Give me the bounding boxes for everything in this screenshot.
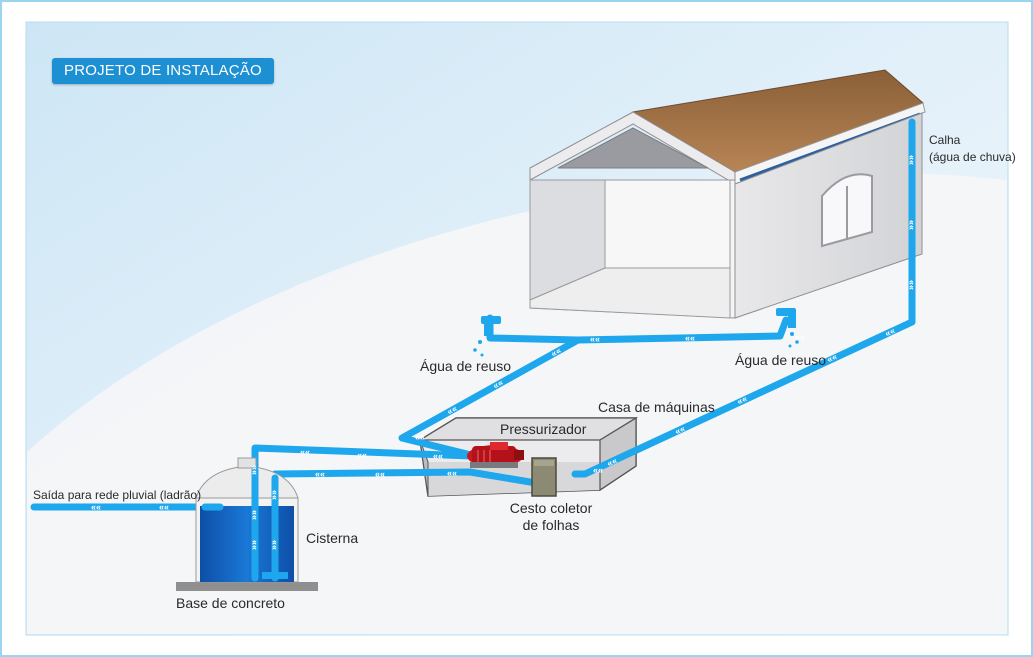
label-concrete-base: Base de concreto xyxy=(176,595,285,611)
leaf-collector xyxy=(531,457,557,497)
flow-arrow-icon: «« xyxy=(91,502,101,512)
flow-arrow-icon: «« xyxy=(300,447,310,457)
diagram-title: PROJETO DE INSTALAÇÃO xyxy=(52,58,274,84)
flow-arrow-icon: «« xyxy=(445,403,459,417)
flow-arrow-icon: «« xyxy=(270,490,280,500)
house-window xyxy=(821,173,873,248)
label-cistern: Cisterna xyxy=(306,530,359,546)
flow-arrow-icon: «« xyxy=(605,455,618,468)
flow-arrow-icon: «« xyxy=(593,465,603,475)
faucet-right xyxy=(776,308,799,348)
flow-arrow-icon: «« xyxy=(415,432,425,442)
flow-arrow-icon: «« xyxy=(250,510,260,520)
label-calha-sub: (água de chuva) xyxy=(929,150,1016,164)
flow-arrow-icon: «« xyxy=(250,540,260,550)
gable-vent xyxy=(557,127,709,169)
flow-arrow-icon: «« xyxy=(907,155,917,165)
label-calha: Calha xyxy=(929,133,961,147)
flow-arrow-icon: «« xyxy=(907,220,917,230)
flow-arrow-icon: «« xyxy=(250,465,260,475)
flow-arrow-icon: «« xyxy=(447,468,457,478)
flow-arrow-icon: «« xyxy=(491,377,505,391)
flow-arrow-icon: «« xyxy=(270,540,280,550)
flow-arrow-icon: «« xyxy=(433,451,443,461)
label-overflow-outlet: Saída para rede pluvial (ladrão) xyxy=(33,488,202,502)
house xyxy=(529,69,926,319)
flow-arrow-icon: «« xyxy=(315,469,325,479)
flow-arrow-icon: «« xyxy=(735,393,748,406)
faucet-left xyxy=(473,316,501,357)
flow-arrow-icon: «« xyxy=(590,334,600,344)
flow-arrow-icon: «« xyxy=(907,280,917,290)
flow-arrow-icon: «« xyxy=(685,333,695,343)
label-reuse-right: Água de reuso xyxy=(735,352,827,368)
label-machine-house: Casa de máquinas xyxy=(598,399,715,415)
pressurizer-pump xyxy=(467,442,524,468)
flow-arrow-icon: «« xyxy=(375,469,385,479)
label-pressurizer: Pressurizador xyxy=(500,421,587,437)
flow-arrow-icon: «« xyxy=(883,325,896,338)
concrete-base xyxy=(176,582,318,591)
flow-arrow-icon: «« xyxy=(357,450,367,460)
flow-arrow-icon: «« xyxy=(825,351,838,364)
label-leaf-collector-sub: de folhas xyxy=(522,517,580,533)
pipe-reuse-supply xyxy=(398,336,582,459)
label-leaf-collector: Cesto coletor xyxy=(509,500,593,516)
label-reuse-left: Água de reuso xyxy=(420,358,512,374)
flow-arrow-icon: «« xyxy=(673,423,686,436)
flow-arrows: ««««««««««««««««««««««««««««««««««««««««… xyxy=(91,155,917,550)
pipe-downspout xyxy=(571,118,916,478)
flow-arrow-icon: «« xyxy=(159,502,169,512)
flow-arrow-icon: «« xyxy=(549,345,563,359)
flow-arrow-icon: «« xyxy=(795,332,805,342)
